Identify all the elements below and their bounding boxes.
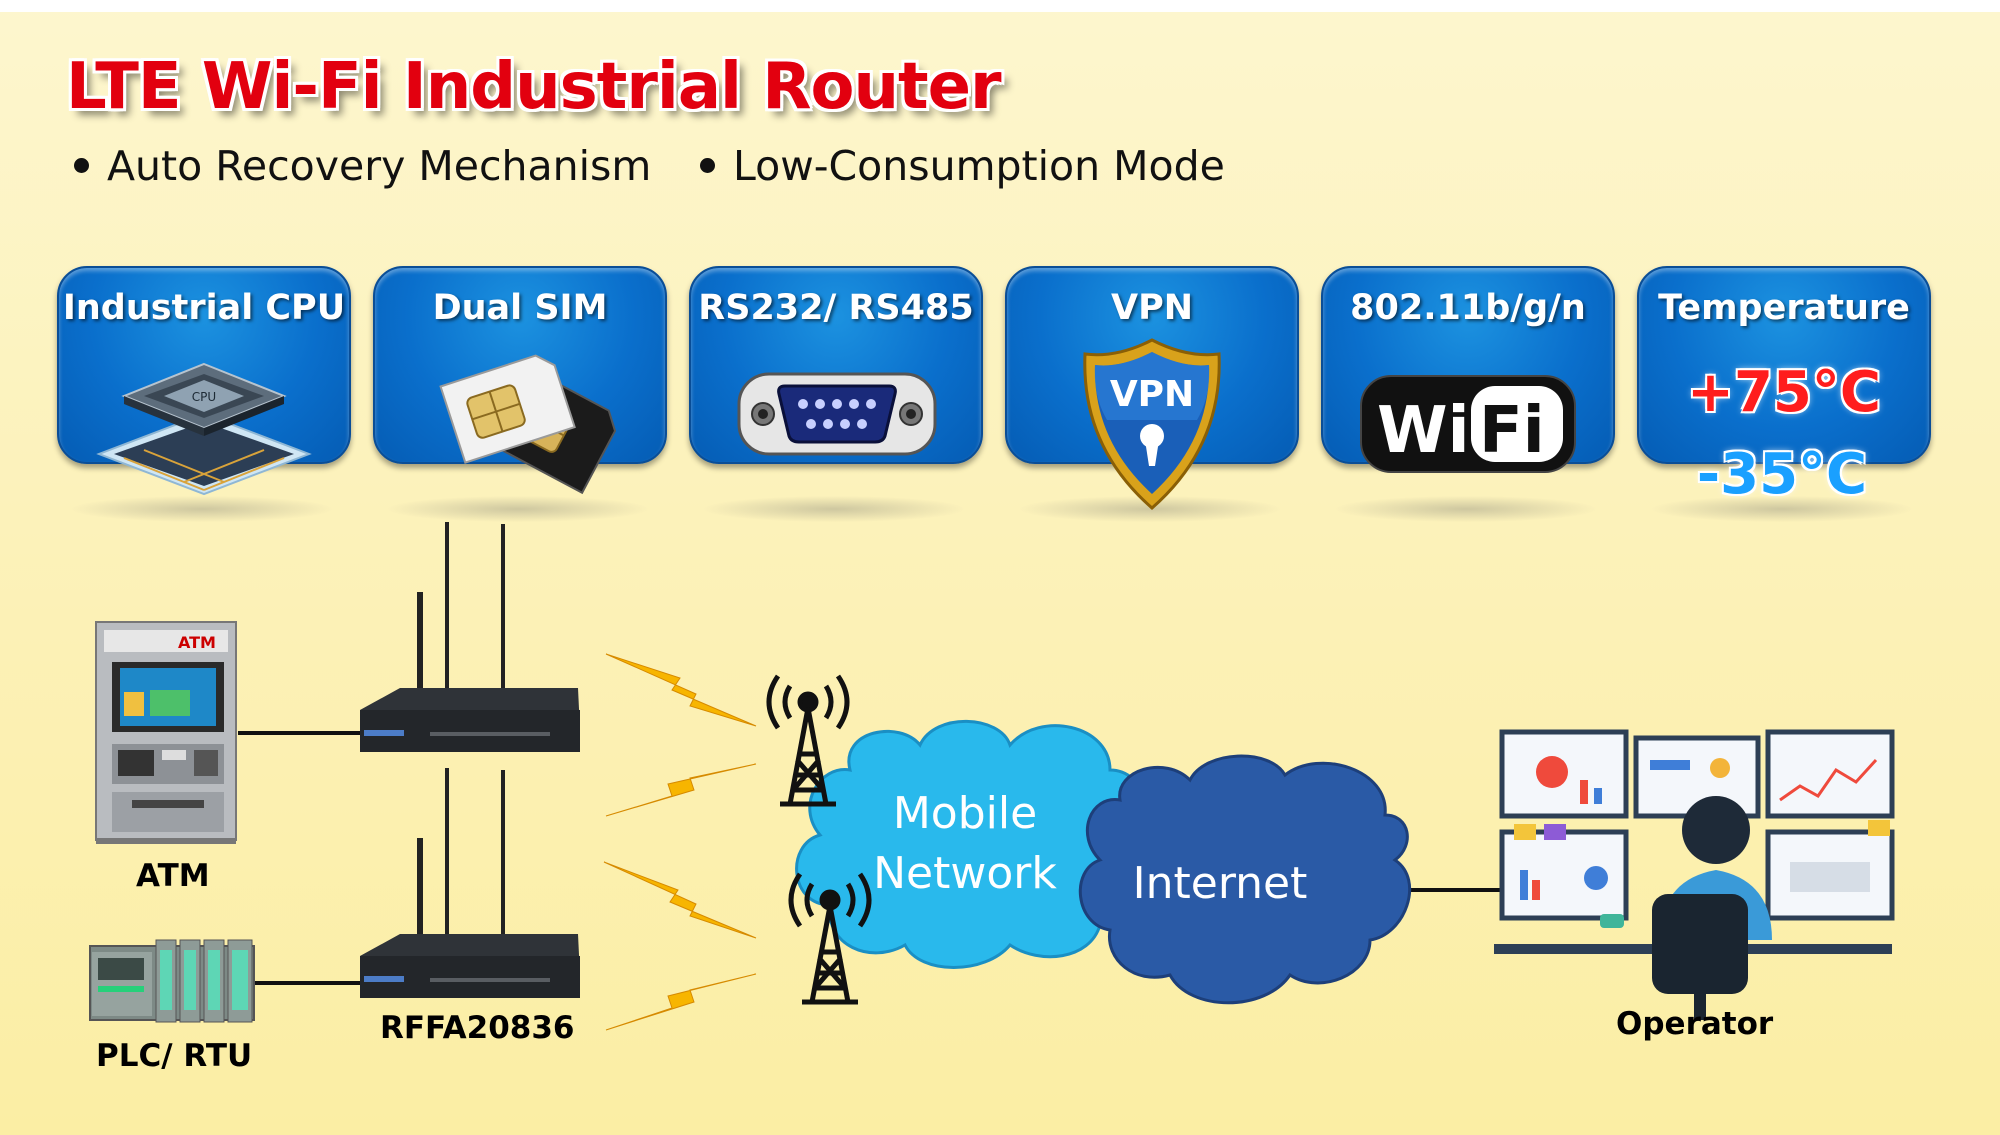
mobile-network-label-line1: Mobile	[893, 788, 1037, 839]
operator-label: Operator	[1616, 1006, 1774, 1042]
wifi-logo-icon: Wi Fi	[1360, 375, 1576, 473]
wifi-logo-right: Fi	[1479, 394, 1545, 468]
card-vpn: VPN VPN	[1005, 266, 1299, 510]
atm-label: ATM	[136, 858, 210, 894]
internet-cloud: Internet	[1078, 754, 1412, 1005]
feature-label: Low-Consumption Mode	[733, 142, 1225, 190]
wifi-logo-left: Wi	[1377, 394, 1470, 468]
plc-rack-icon	[89, 939, 255, 1023]
temperature-low-anchor: -35°C	[1637, 266, 1927, 507]
feature-low-consumption: Low-Consumption Mode	[700, 142, 1225, 190]
router-model-label: RFFA20836	[380, 1010, 575, 1046]
feature-auto-recovery: Auto Recovery Mechanism	[74, 142, 651, 190]
router-top-icon	[360, 522, 580, 752]
db9-serial-port-icon	[737, 372, 937, 456]
mobile-network-cloud: Mobile Network	[795, 719, 1153, 969]
card-shadow	[72, 496, 332, 522]
card-industrial-cpu: Industrial CPU CPU	[57, 266, 351, 496]
card-title: Temperature	[1658, 288, 1910, 328]
card-shadow	[704, 496, 964, 522]
bullet-dot	[74, 157, 89, 173]
card-title: RS232/ RS485	[698, 288, 974, 328]
cell-tower-icon	[766, 674, 850, 807]
vpn-shield-icon: VPN	[1083, 338, 1221, 510]
sim-card-icon	[439, 354, 617, 495]
lightning-bolt-icon	[603, 653, 757, 1031]
card-title: Dual SIM	[432, 288, 608, 328]
feature-label: Auto Recovery Mechanism	[107, 142, 652, 190]
card-wifi: 802.11b/g/n Wi Fi	[1321, 266, 1615, 473]
card-title: Industrial CPU	[62, 288, 346, 328]
mobile-network-label-line2: Network	[873, 848, 1057, 899]
page-title: LTE Wi-Fi Industrial Router	[66, 50, 1002, 124]
operator-workstation-icon	[1494, 729, 1895, 1020]
temperature-high: +75°C	[1687, 360, 1881, 425]
card-dual-sim: Dual SIM	[373, 266, 667, 495]
card-title: 802.11b/g/n	[1350, 288, 1586, 328]
cell-tower-icon	[788, 872, 872, 1005]
atm-machine-icon: ATM	[95, 621, 237, 844]
vpn-badge-text: VPN	[1110, 374, 1194, 415]
monitor-wall	[1499, 729, 1895, 921]
router-bottom-icon	[360, 768, 580, 998]
bullet-dot	[700, 157, 715, 173]
card-rs232-rs485: RS232/ RS485	[689, 266, 983, 464]
internet-label: Internet	[1133, 858, 1308, 909]
temperature-low: -35°C	[1696, 442, 1868, 507]
card-shadow	[388, 496, 648, 522]
svg-text:CPU: CPU	[192, 390, 216, 404]
svg-text:ATM: ATM	[178, 633, 216, 652]
card-shadow	[1652, 496, 1912, 522]
cpu-chip-icon: CPU	[96, 362, 312, 496]
card-temperature: Temperature +75°C	[1637, 266, 1931, 464]
card-shadow	[1336, 496, 1596, 522]
plc-rtu-label: PLC/ RTU	[96, 1038, 253, 1074]
top-band	[0, 0, 2000, 12]
card-title: VPN	[1110, 288, 1194, 328]
